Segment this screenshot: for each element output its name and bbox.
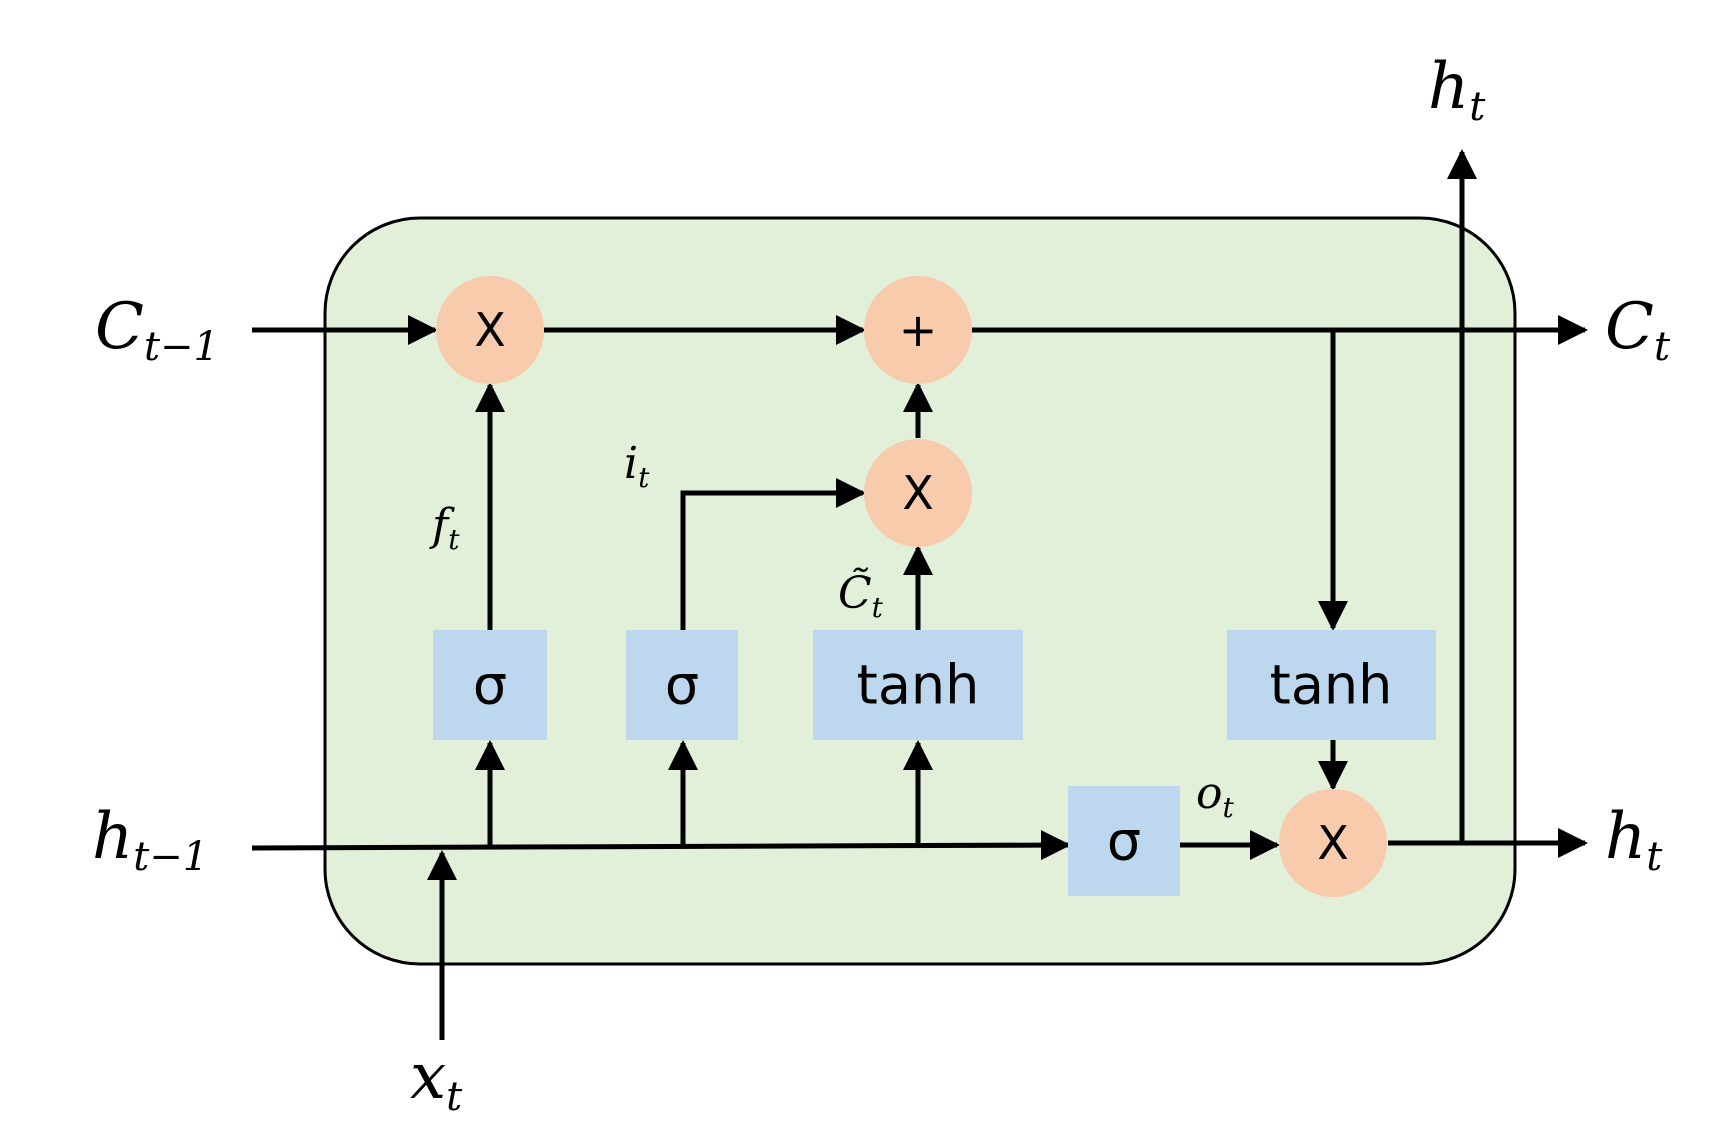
- input-gate-sigma: σ: [626, 630, 738, 740]
- svg-text:σ: σ: [665, 654, 699, 717]
- label-i-t: it: [624, 438, 650, 494]
- input-multiply-op: X: [864, 439, 972, 547]
- candidate-tanh: tanh: [813, 630, 1023, 740]
- label-h-prev: ht−1: [92, 800, 208, 880]
- svg-text:X: X: [1317, 816, 1349, 870]
- svg-text:X: X: [474, 303, 506, 357]
- label-h-out-right: ht: [1605, 800, 1663, 880]
- svg-text:X: X: [902, 466, 934, 520]
- svg-text:+: +: [899, 303, 938, 357]
- label-c-prev: Ct−1: [95, 290, 219, 370]
- input-gate-output-arrow: [680, 478, 866, 630]
- output-multiply-op: X: [1279, 789, 1387, 897]
- svg-text:tanh: tanh: [857, 654, 980, 717]
- svg-text:σ: σ: [1107, 810, 1141, 873]
- label-c-tilde: C̃t: [838, 566, 884, 624]
- forget-multiply-op: X: [436, 276, 544, 384]
- cell-tanh: tanh: [1227, 630, 1436, 740]
- cell-add-op: +: [864, 276, 972, 384]
- label-h-out-top: ht: [1428, 50, 1486, 130]
- svg-text:σ: σ: [473, 654, 507, 717]
- label-o-t: ot: [1196, 768, 1235, 824]
- label-c-out: Ct: [1605, 290, 1671, 370]
- forget-gate-sigma: σ: [433, 630, 547, 740]
- label-x-in: xt: [410, 1040, 463, 1120]
- hidden-state-in-line: [251, 830, 1071, 861]
- svg-text:tanh: tanh: [1270, 654, 1393, 717]
- output-gate-sigma: σ: [1068, 786, 1180, 896]
